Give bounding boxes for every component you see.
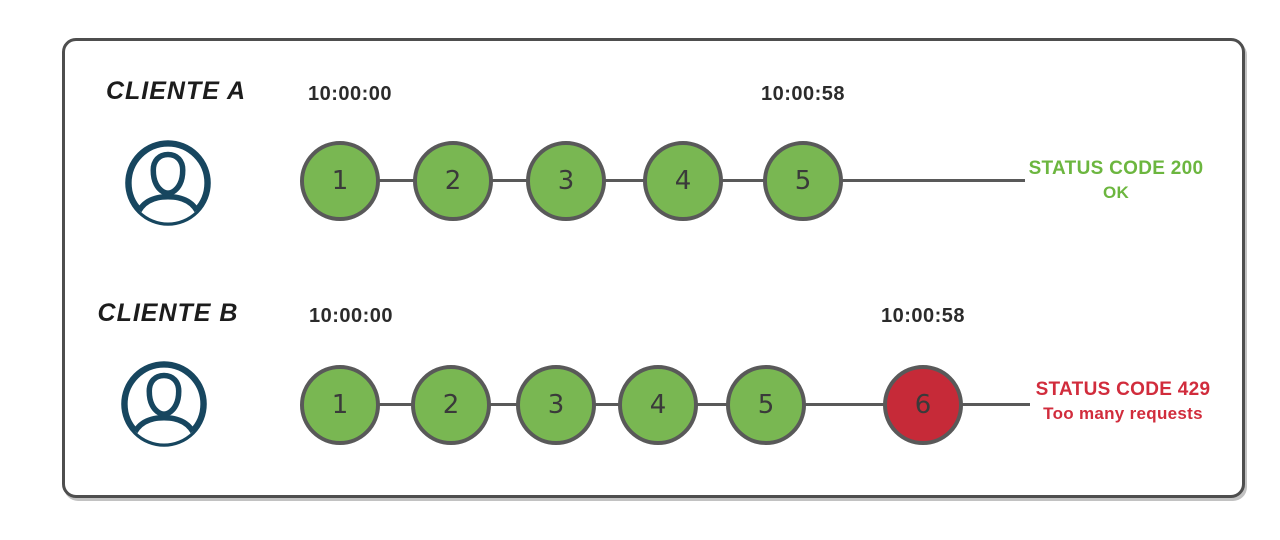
status-label: STATUS CODE 429 Too many requests xyxy=(1008,379,1238,424)
request-circle: 5 xyxy=(763,141,843,221)
request-circle: 5 xyxy=(726,365,806,445)
request-circle: 3 xyxy=(516,365,596,445)
request-circle: 4 xyxy=(618,365,698,445)
request-circle: 3 xyxy=(526,141,606,221)
client-a-label: CLIENTE A xyxy=(105,77,247,105)
status-message-text: Too many requests xyxy=(1043,403,1203,423)
status-message-text: OK xyxy=(1102,182,1130,202)
start-timestamp: 10:00:00 xyxy=(308,305,394,327)
request-circle: 6 xyxy=(883,365,963,445)
user-avatar-icon xyxy=(122,137,214,229)
user-avatar-icon xyxy=(118,358,210,450)
start-timestamp: 10:00:00 xyxy=(307,83,393,105)
status-code-text: STATUS CODE 429 xyxy=(1035,379,1211,400)
status-code-text: STATUS CODE 200 xyxy=(1028,158,1204,179)
client-b-label: CLIENTE B xyxy=(97,299,239,327)
request-circle: 4 xyxy=(643,141,723,221)
request-circle: 1 xyxy=(300,365,380,445)
end-timestamp: 10:00:58 xyxy=(880,305,966,327)
request-circle: 2 xyxy=(413,141,493,221)
request-circle: 2 xyxy=(411,365,491,445)
request-circle: 1 xyxy=(300,141,380,221)
status-label: STATUS CODE 200 OK xyxy=(1001,158,1231,203)
end-timestamp: 10:00:58 xyxy=(760,83,846,105)
